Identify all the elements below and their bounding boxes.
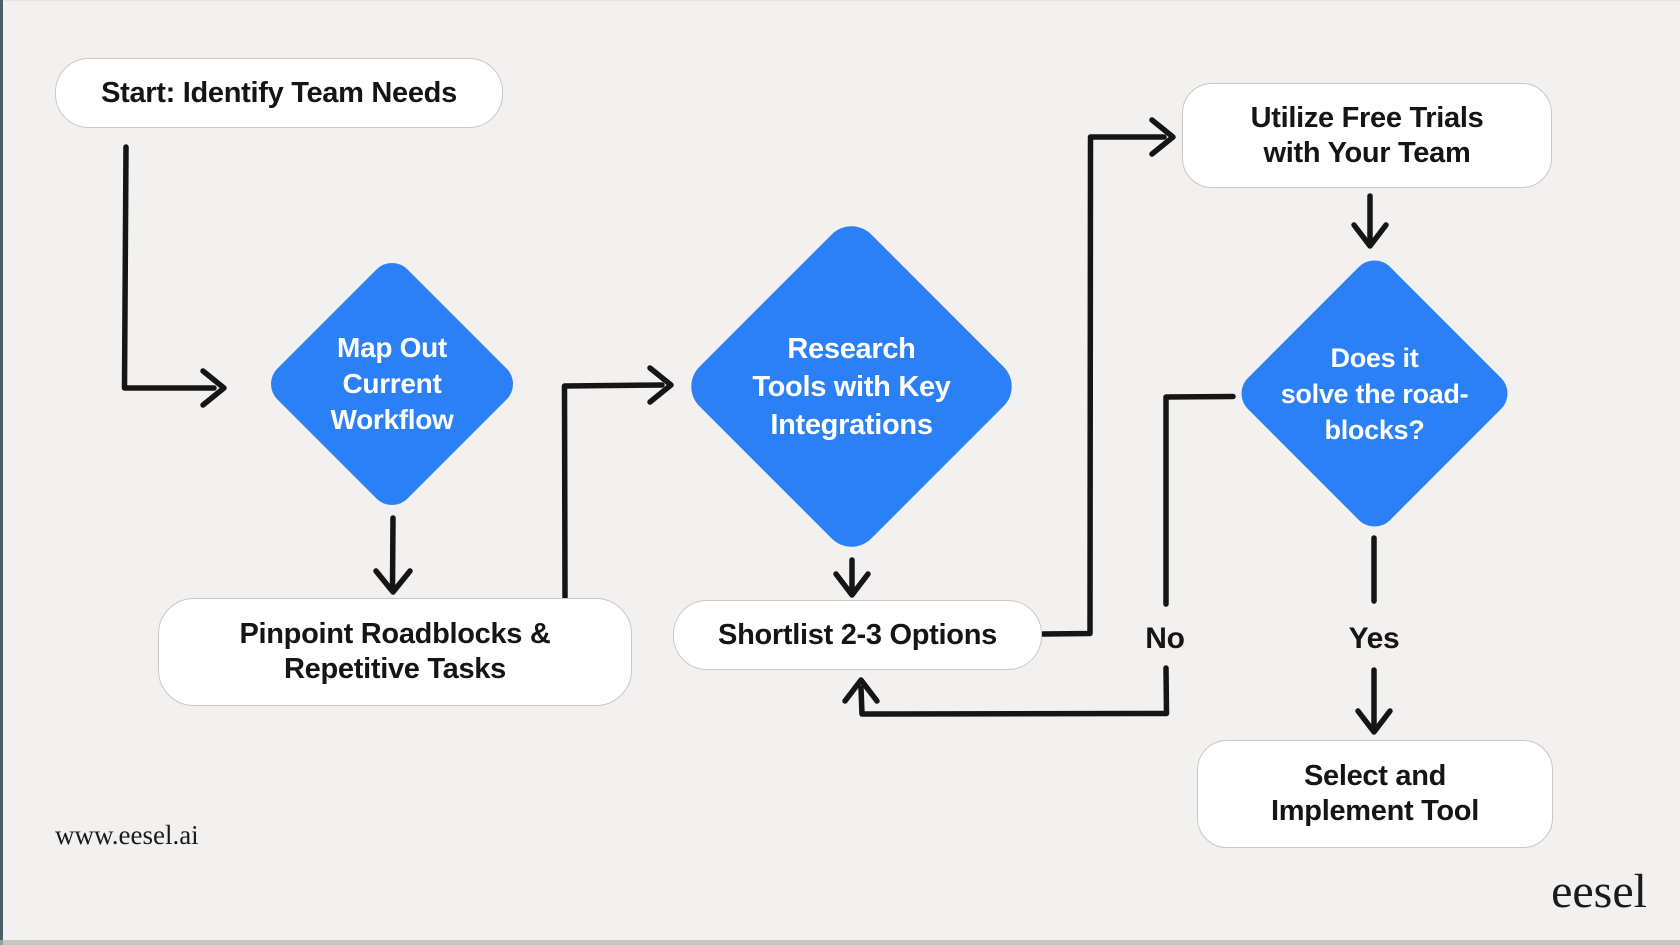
footer-url: www.eesel.ai [55,820,199,850]
node-select-tool: Select and Implement Tool [1197,740,1553,848]
node-start: Start: Identify Team Needs [55,58,503,128]
arrowhead-research-to-shortlist [833,571,871,598]
arrowhead-shortlist-to-trials [1149,117,1176,157]
arrow-start-to-map [121,144,217,391]
frame-edge-top [0,0,1680,1]
node-shortlist: Shortlist 2-3 Options [673,600,1042,670]
node-research-diamond: Research Tools with Key Integrations [679,214,1024,559]
arrow-shortlist-to-trials [1040,134,1167,637]
frame-edge-bottom [0,940,1680,945]
arrow-pinpoint-to-research [561,382,665,600]
arrowhead-start-to-map [200,368,227,408]
eesel-logo: eesel [1551,865,1647,918]
node-research-label: Research Tools with Key Integrations [752,332,951,441]
node-start-label: Start: Identify Team Needs [101,76,457,109]
edge-label-yes: Yes [1348,622,1400,655]
arrowhead-pinpoint-to-research [647,365,674,405]
arrowhead-trials-to-decision [1351,222,1389,249]
arrow-decision-no-upper [1163,393,1236,607]
node-map-workflow-diamond: Map Out Current Workflow [261,253,523,515]
node-decision-diamond: Does it solve the road- blocks? [1232,251,1517,536]
arrow-decision-no-lower [858,665,1170,717]
arrowhead-map-to-pinpoint [373,568,413,595]
arrow-map-to-pinpoint [389,515,396,590]
node-shortlist-label: Shortlist 2-3 Options [718,618,997,651]
node-free-trials: Utilize Free Trials with Your Team [1182,83,1552,188]
edge-label-no: No [1145,622,1185,655]
node-map-workflow-label: Map Out Current Workflow [330,332,454,435]
arrowhead-decision-yes [1355,708,1393,735]
node-pinpoint: Pinpoint Roadblocks & Repetitive Tasks [158,598,632,706]
node-decision-label: Does it solve the road- blocks? [1280,342,1469,445]
frame-edge-left [0,0,3,945]
arrowhead-decision-no [842,677,880,704]
